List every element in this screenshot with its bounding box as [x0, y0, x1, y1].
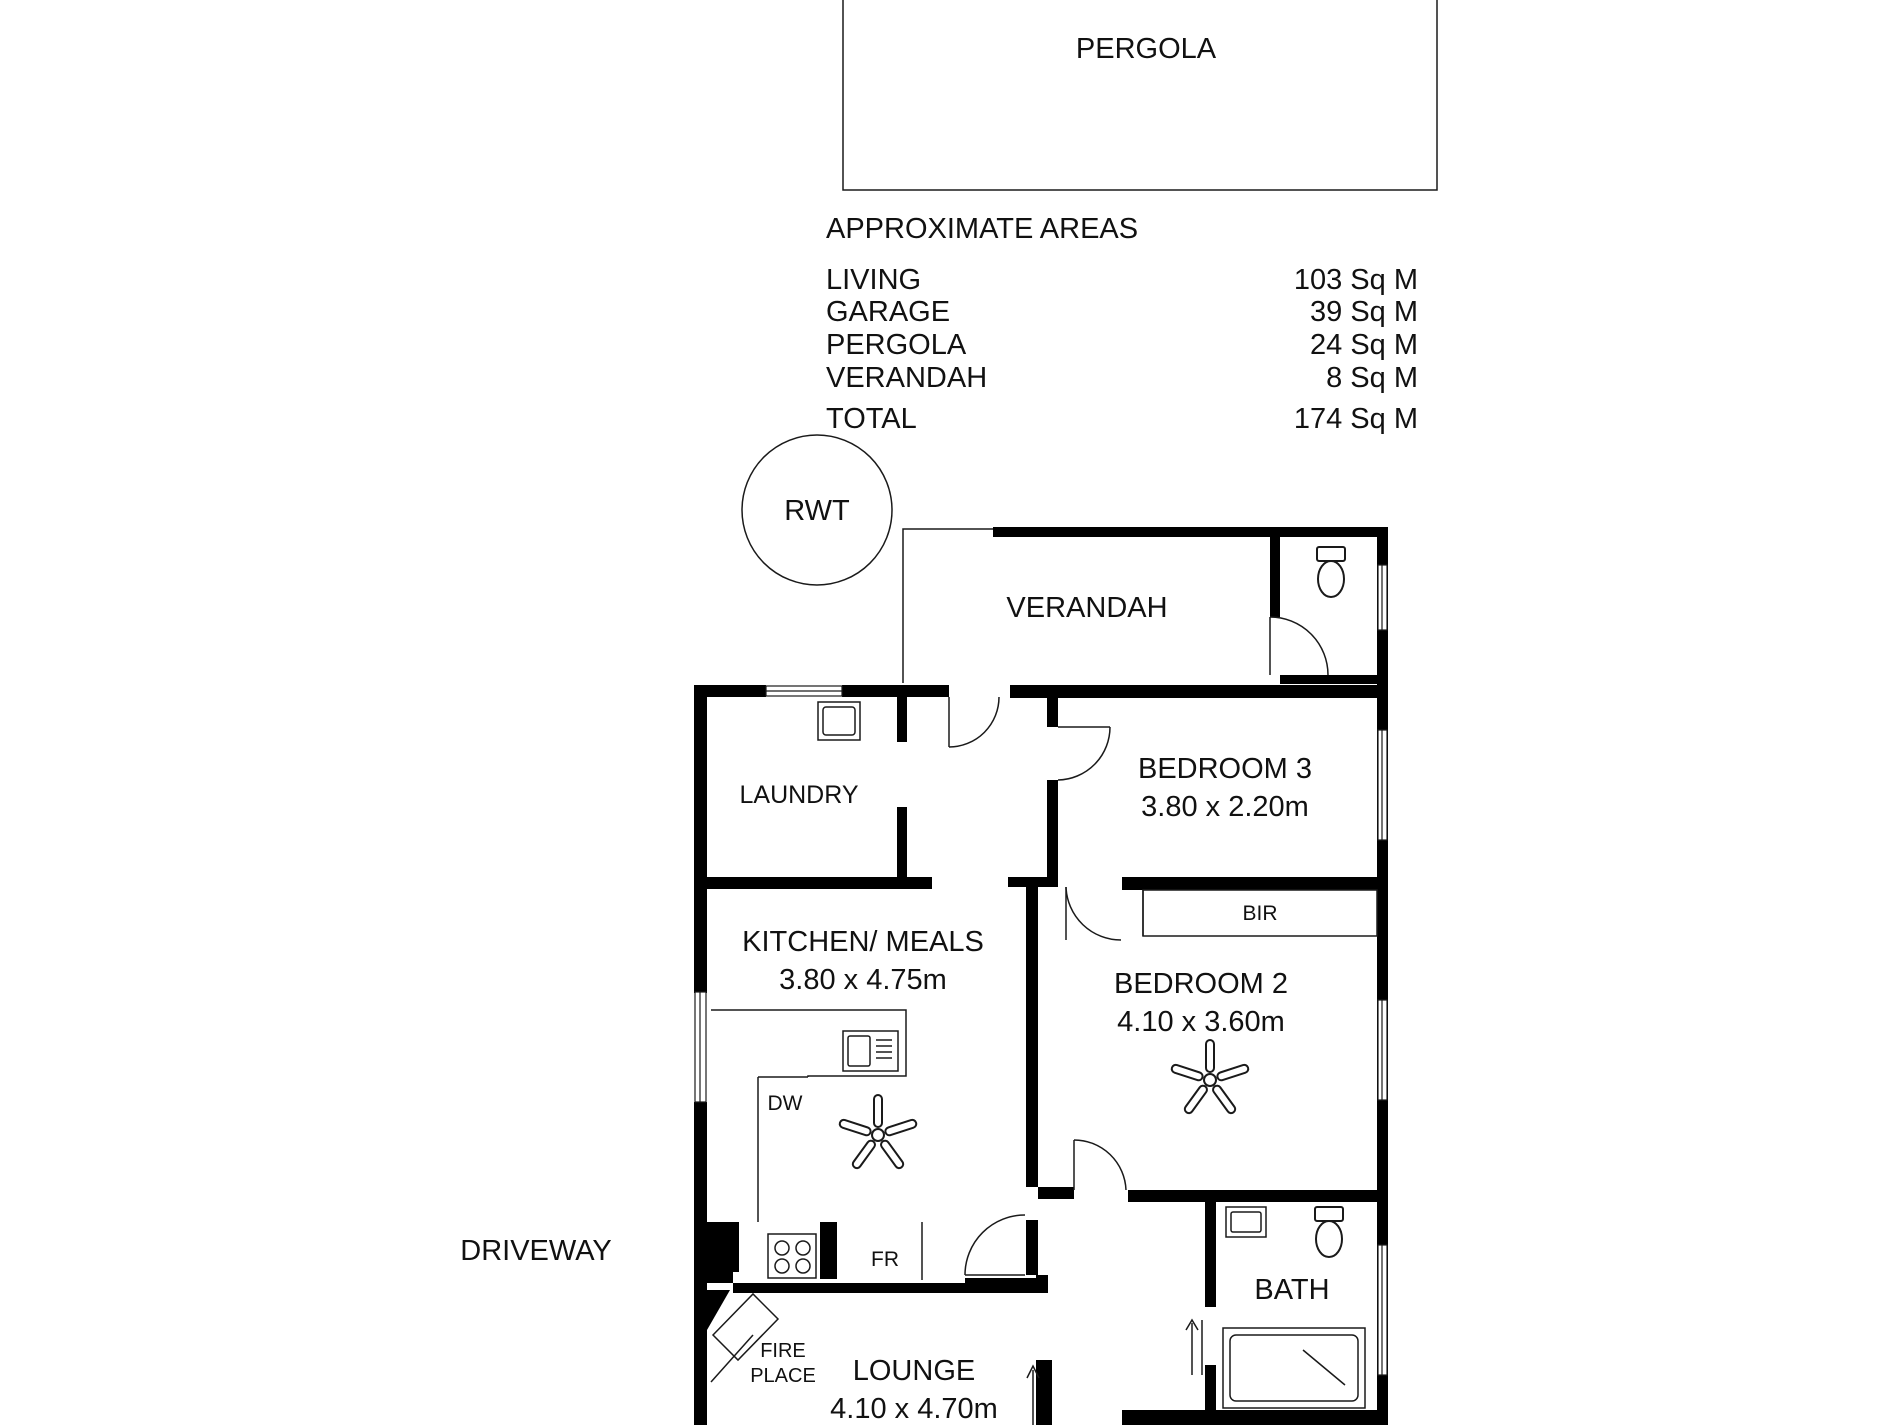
area-value-verandah: 8 Sq M — [1326, 362, 1418, 394]
lounge-label: LOUNGE — [853, 1355, 975, 1387]
walls — [694, 527, 1388, 1425]
door-swing-icon — [964, 1214, 1026, 1276]
bathtub-icon — [1222, 1327, 1366, 1409]
windows — [694, 564, 1388, 1376]
window-icon — [694, 991, 707, 1103]
area-value-living: 103 Sq M — [1294, 264, 1418, 296]
verandah-label: VERANDAH — [1006, 592, 1167, 624]
rainwater-tank: RWT — [741, 434, 893, 586]
area-value-total: 174 Sq M — [1294, 403, 1418, 435]
sink-icon — [1225, 1206, 1267, 1238]
lounge-size: 4.10 x 4.70m — [830, 1393, 998, 1425]
rwt-label: RWT — [784, 495, 850, 527]
dw-label: DW — [768, 1092, 803, 1115]
area-name-living: LIVING — [826, 264, 921, 296]
window-icon — [1377, 564, 1388, 631]
driveway-label: DRIVEWAY — [460, 1235, 611, 1267]
window-icon — [765, 685, 843, 697]
door-swing-icon — [948, 696, 1000, 748]
fireplace-label-1: FIRE — [760, 1340, 806, 1362]
area-name-pergola: PERGOLA — [826, 329, 967, 361]
room-labels: VERANDAH LAUNDRY BEDROOM 3 3.80 x 2.20m … — [739, 592, 1329, 1425]
bedroom3-size: 3.80 x 2.20m — [1141, 791, 1309, 823]
toilet-icon — [1316, 546, 1346, 598]
window-icon — [1377, 729, 1388, 841]
door-swing-icon — [1065, 886, 1122, 941]
fireplace-label-2: PLACE — [750, 1365, 816, 1387]
pergola: PERGOLA — [842, 0, 1438, 191]
toilet-icon — [1314, 1206, 1344, 1258]
cooktop-icon — [767, 1233, 817, 1279]
area-name-garage: GARAGE — [826, 296, 950, 328]
shower-arrow-icon — [1185, 1318, 1203, 1375]
pergola-label: PERGOLA — [1076, 33, 1217, 65]
area-name-verandah: VERANDAH — [826, 362, 987, 394]
area-value-garage: 39 Sq M — [1310, 296, 1418, 328]
ceiling-fan-icon — [1169, 1039, 1251, 1116]
area-name-total: TOTAL — [826, 403, 917, 435]
fr-label: FR — [871, 1248, 899, 1271]
areas-heading: APPROXIMATE AREAS — [826, 213, 1138, 245]
bedroom3-label: BEDROOM 3 — [1138, 753, 1312, 785]
door-swing-icon — [1057, 726, 1111, 781]
ceiling-fan-icon — [837, 1094, 919, 1171]
door-swing-icon — [1073, 1139, 1127, 1191]
kitchen-bench — [711, 1009, 923, 1280]
kitchen-label: KITCHEN/ MEALS — [742, 926, 984, 958]
bath-label: BATH — [1254, 1274, 1329, 1306]
sink-icon — [842, 1030, 899, 1072]
approximate-areas-table: APPROXIMATE AREAS LIVING 103 Sq M GARAGE… — [826, 213, 1418, 435]
window-arrow-icon — [1026, 1364, 1040, 1425]
kitchen-size: 3.80 x 4.75m — [779, 964, 947, 996]
bedroom2-size: 4.10 x 3.60m — [1117, 1006, 1285, 1038]
sink-icon — [817, 701, 861, 741]
window-icon — [1377, 1244, 1388, 1376]
bir-label: BIR — [1242, 902, 1277, 925]
bedroom2-label: BEDROOM 2 — [1114, 968, 1288, 1000]
laundry-label: LAUNDRY — [739, 781, 858, 809]
fireplace-icon — [707, 1283, 1048, 1383]
area-value-pergola: 24 Sq M — [1310, 329, 1418, 361]
doors — [948, 616, 1329, 1276]
window-icon — [1377, 999, 1388, 1101]
door-swing-icon — [1269, 616, 1329, 676]
verandah-outline — [902, 528, 993, 683]
